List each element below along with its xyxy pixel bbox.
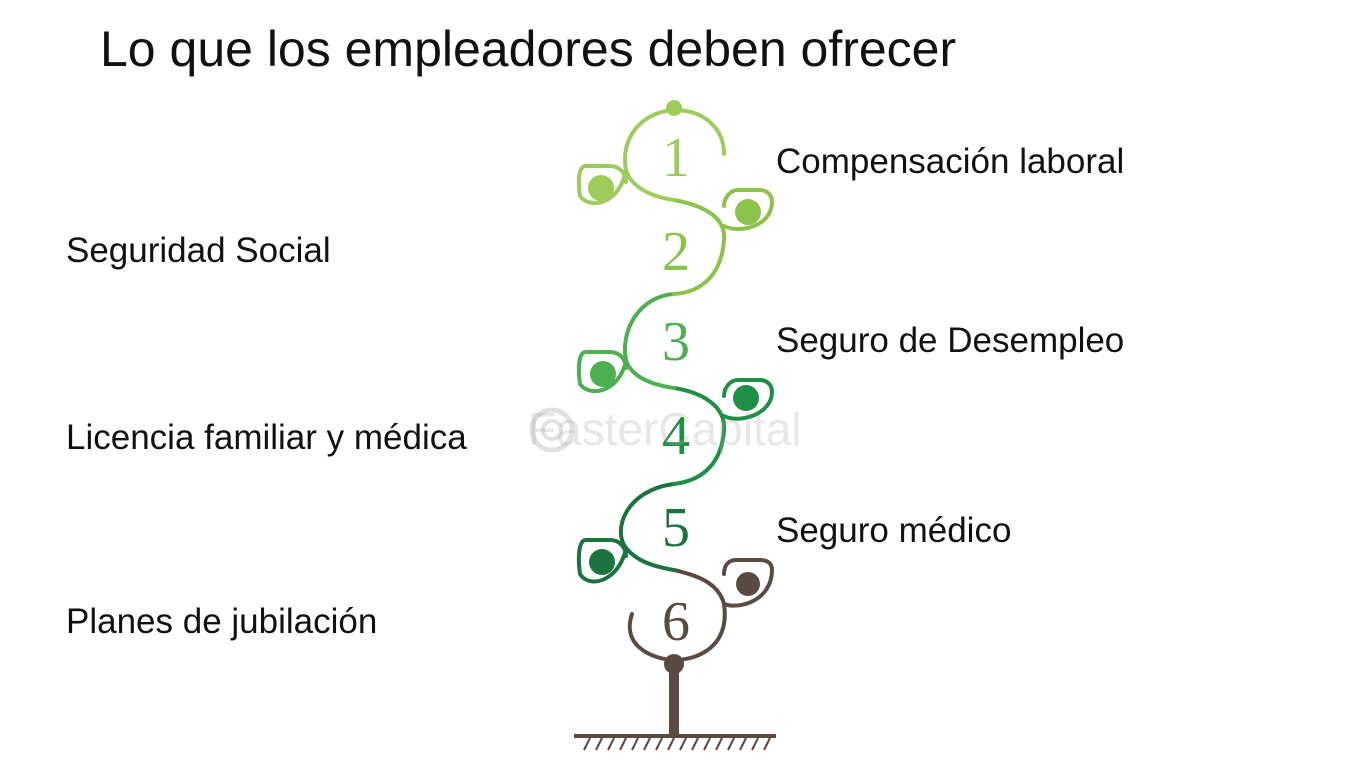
step-number-5: 5 [662,497,690,559]
step-label-5: Seguro médico [776,511,1012,550]
leaf-dot-4 [733,385,759,411]
watermark-text: FasterCapital [528,403,802,455]
vine-segment-6 [627,558,775,663]
vine-segment-3 [576,292,676,394]
vine-segment-2 [672,188,775,296]
ground-base [574,734,776,751]
leaf-dot-5 [589,549,615,575]
vine-segment-4 [672,378,775,486]
step-number-1: 1 [662,127,690,189]
leaf-dot-6 [736,572,760,596]
step-number-6: 6 [662,591,690,653]
step-label-3: Seguro de Desempleo [776,321,1125,360]
vine-tip [666,100,682,116]
step-label-1: Compensación laboral [776,142,1125,181]
vine-segment-1 [576,107,726,205]
vine-segment-5 [576,482,676,584]
watermark-gear-icon [529,407,575,453]
step-number-4: 4 [662,405,690,467]
leaf-dot-3 [590,361,616,387]
page-title: Lo que los empleadores deben ofrecer [100,21,957,77]
leaf-dot-1 [588,175,614,201]
step-number-2: 2 [662,221,690,283]
trunk [664,654,684,736]
step-number-3: 3 [662,311,690,373]
step-label-4: Licencia familiar y médica [66,418,467,457]
leaf-dot-2 [735,199,761,225]
step-label-6: Planes de jubilación [66,602,378,641]
step-label-2: Seguridad Social [66,231,331,270]
